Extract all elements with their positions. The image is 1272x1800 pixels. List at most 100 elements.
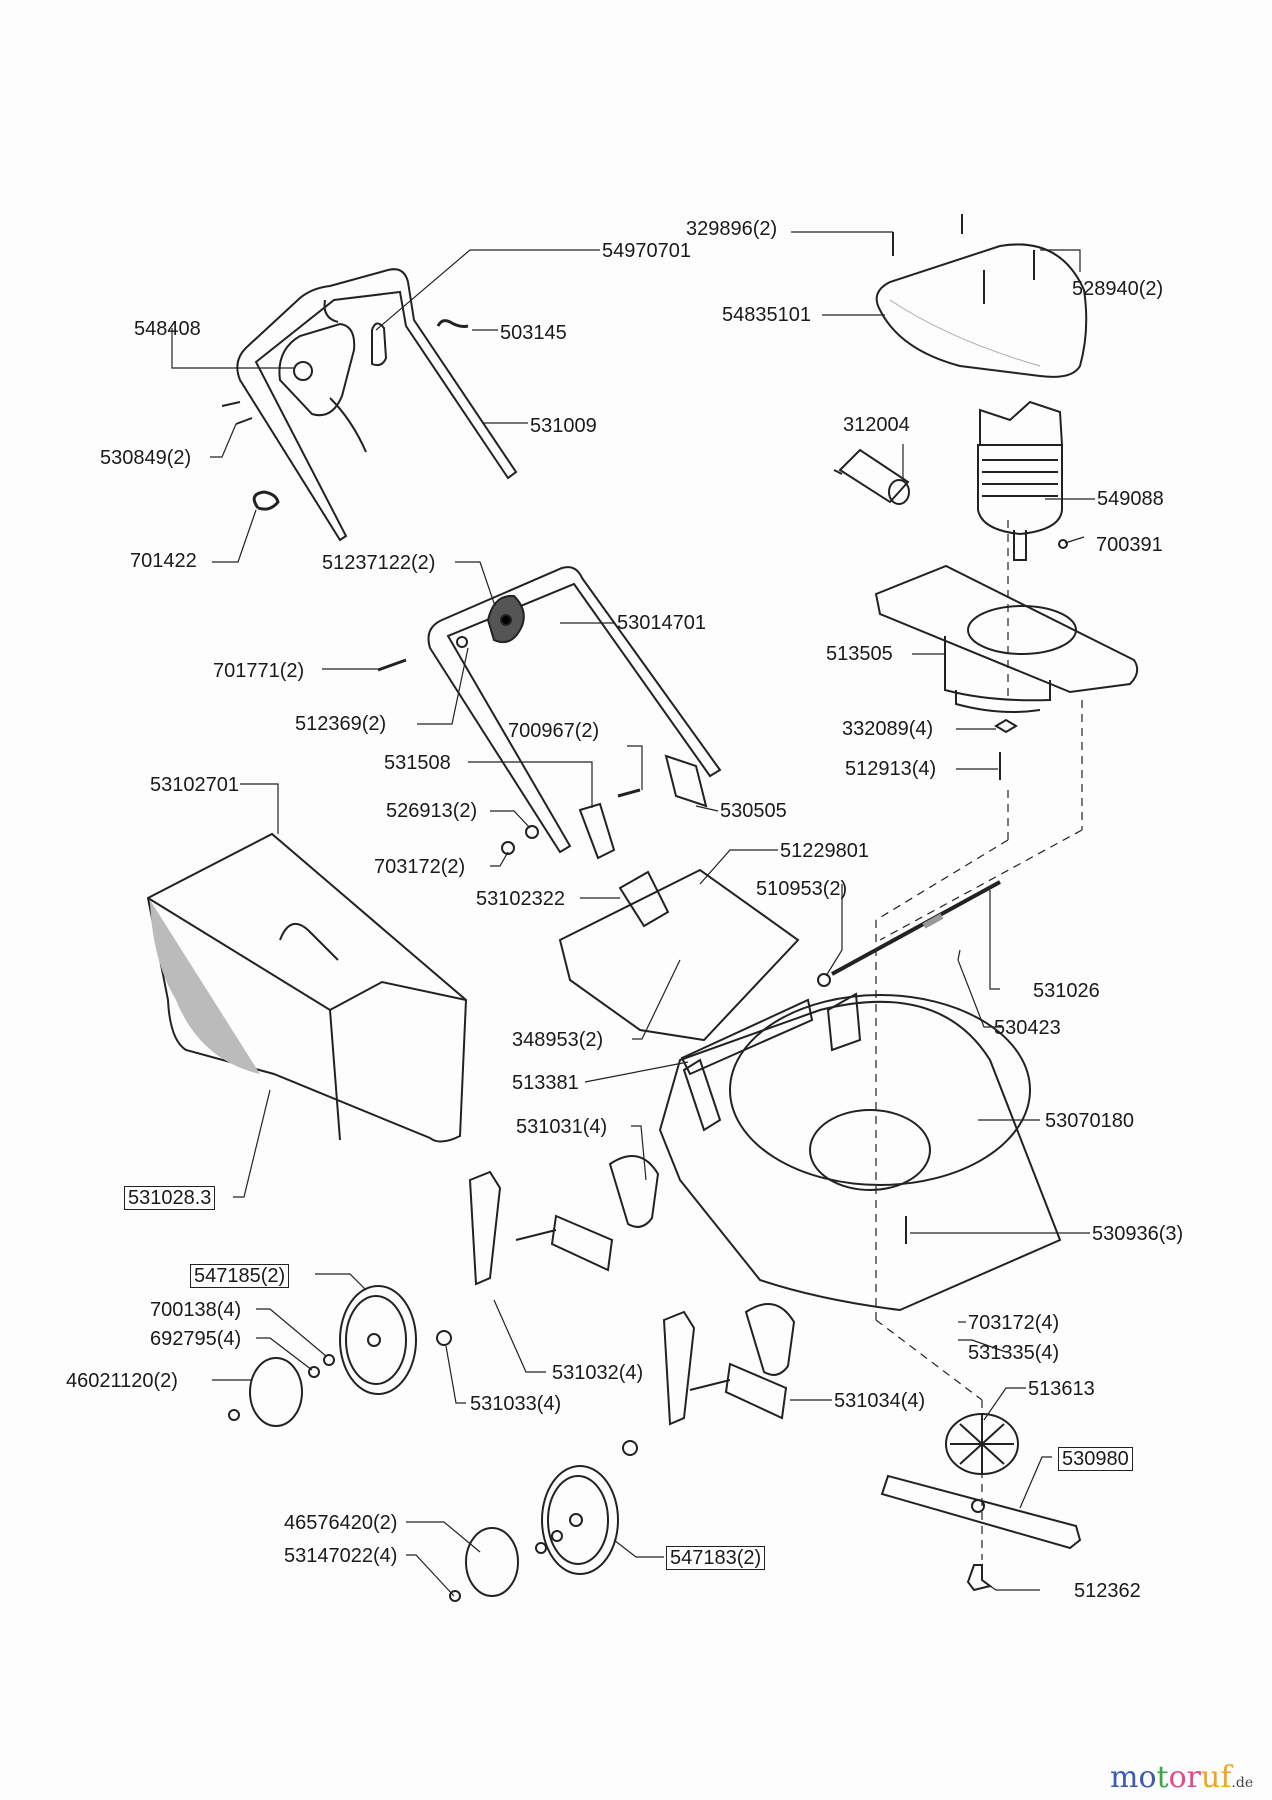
part-label-692795[interactable]: 692795(4)	[150, 1328, 242, 1350]
cable-clip	[371, 322, 388, 367]
bracket-front	[468, 1170, 502, 1286]
part-label-531009[interactable]: 531009	[530, 415, 597, 437]
part-label-703172-4[interactable]: 703172(4)	[968, 1312, 1060, 1334]
part-label-513505[interactable]: 513505	[826, 643, 893, 665]
part-label-312004[interactable]: 312004	[843, 414, 910, 436]
part-label-700138[interactable]: 700138(4)	[150, 1299, 242, 1321]
axle-531026	[831, 880, 1001, 976]
watermark-name: motoruf	[1110, 1760, 1231, 1795]
part-label-548408[interactable]: 548408	[134, 318, 201, 340]
part-label-530505[interactable]: 530505	[720, 800, 787, 822]
part-label-531028-3[interactable]: 531028.3	[124, 1186, 216, 1210]
nut-692795	[308, 1366, 320, 1378]
part-label-46576420[interactable]: 46576420(2)	[284, 1512, 398, 1534]
part-label-703172-2[interactable]: 703172(2)	[374, 856, 466, 878]
part-label-701422[interactable]: 701422	[130, 550, 197, 572]
part-label-53070180[interactable]: 53070180	[1045, 1110, 1134, 1132]
part-label-54835101[interactable]: 54835101	[722, 304, 811, 326]
part-label-531031[interactable]: 531031(4)	[516, 1116, 608, 1138]
bracket-rear	[662, 1310, 696, 1426]
nut-rear	[535, 1542, 547, 1554]
part-label-531026[interactable]: 531026	[1033, 980, 1100, 1002]
screws-530849	[221, 401, 253, 425]
axle-bracket-rear	[689, 1362, 788, 1420]
part-label-531508[interactable]: 531508	[384, 752, 451, 774]
part-label-54970701[interactable]: 54970701	[602, 240, 691, 262]
part-label-348953[interactable]: 348953(2)	[512, 1029, 604, 1051]
part-label-329896[interactable]: 329896(2)	[686, 218, 778, 240]
part-label-530849[interactable]: 530849(2)	[100, 447, 192, 469]
capacitor	[833, 448, 910, 505]
part-label-53102322[interactable]: 53102322	[476, 888, 565, 910]
watermark-letter: o	[1138, 1760, 1157, 1795]
clip-503145	[436, 319, 469, 328]
washer-rear	[551, 1530, 563, 1542]
part-label-549088[interactable]: 549088	[1097, 488, 1164, 510]
upper-handle	[236, 268, 518, 542]
part-label-513381[interactable]: 513381	[512, 1072, 579, 1094]
part-label-531335[interactable]: 531335(4)	[968, 1342, 1060, 1364]
part-label-526913[interactable]: 526913(2)	[386, 800, 478, 822]
leader-lines	[171, 231, 1095, 1597]
watermark-letter: o	[1168, 1760, 1187, 1795]
part-label-531033[interactable]: 531033(4)	[470, 1393, 562, 1415]
hubcap-46576420	[465, 1527, 519, 1597]
part-label-528940[interactable]: 528940(2)	[1072, 278, 1164, 300]
adjuster-531031-rear	[744, 1303, 796, 1376]
switch-box	[278, 299, 367, 453]
part-label-512369[interactable]: 512369(2)	[295, 713, 387, 735]
bolt-rear	[622, 1440, 638, 1456]
blade-bolt-512362	[966, 1564, 993, 1592]
watermark-logo: motoruf.de	[1110, 1760, 1253, 1795]
part-label-51229801[interactable]: 51229801	[780, 840, 869, 862]
watermark-letter: t	[1156, 1760, 1169, 1795]
blade-530980	[880, 1474, 1082, 1550]
cap-front	[228, 1409, 240, 1421]
spring-530423	[922, 913, 944, 929]
motor-cover	[875, 214, 1088, 378]
nut-703172	[501, 841, 515, 855]
rear-wheel	[541, 1465, 619, 1575]
adjuster-531031-front	[608, 1155, 660, 1228]
part-label-513613[interactable]: 513613	[1028, 1378, 1095, 1400]
washer-526913	[525, 825, 539, 839]
watermark-letter: m	[1110, 1760, 1139, 1795]
part-label-512913[interactable]: 512913(4)	[845, 758, 937, 780]
motor-housing	[874, 564, 1139, 713]
part-label-530936[interactable]: 530936(3)	[1092, 1223, 1184, 1245]
part-label-46021120[interactable]: 46021120(2)	[66, 1370, 178, 1392]
part-label-53147022[interactable]: 53147022(4)	[284, 1545, 398, 1567]
assembly-lines	[875, 520, 1083, 1560]
part-label-332089[interactable]: 332089(4)	[842, 718, 934, 740]
nut-332089	[994, 718, 1018, 734]
part-label-530423[interactable]: 530423	[994, 1017, 1061, 1039]
watermark-tld: .de	[1231, 1775, 1254, 1791]
bolt-701771	[377, 658, 407, 672]
grass-catcher	[146, 832, 468, 1143]
part-label-700967[interactable]: 700967(2)	[508, 720, 600, 742]
part-label-547185[interactable]: 547185(2)	[190, 1264, 290, 1288]
axle-bracket-front	[515, 1214, 614, 1272]
mower-deck	[658, 992, 1062, 1312]
motor	[977, 400, 1068, 561]
block-530505	[664, 754, 708, 808]
part-label-53102701[interactable]: 53102701	[150, 774, 239, 796]
washer-510953	[817, 973, 831, 987]
part-label-530980[interactable]: 530980	[1058, 1447, 1133, 1471]
part-label-51237122[interactable]: 51237122(2)	[322, 552, 436, 574]
bolt-531033	[436, 1330, 452, 1346]
part-label-510953[interactable]: 510953(2)	[756, 878, 848, 900]
part-label-531034[interactable]: 531034(4)	[834, 1390, 926, 1412]
watermark-letter: r	[1186, 1760, 1201, 1795]
part-label-700391[interactable]: 700391	[1096, 534, 1163, 556]
part-label-53014701[interactable]: 53014701	[617, 612, 706, 634]
part-label-512362[interactable]: 512362	[1074, 1580, 1141, 1602]
part-label-503145[interactable]: 503145	[500, 322, 567, 344]
hubcap-46021120	[249, 1357, 303, 1427]
washer-700138	[323, 1354, 335, 1366]
part-label-547183[interactable]: 547183(2)	[666, 1546, 766, 1570]
rear-flap	[558, 868, 800, 1042]
part-label-701771[interactable]: 701771(2)	[213, 660, 305, 682]
front-wheel	[339, 1285, 417, 1395]
part-label-531032[interactable]: 531032(4)	[552, 1362, 644, 1384]
